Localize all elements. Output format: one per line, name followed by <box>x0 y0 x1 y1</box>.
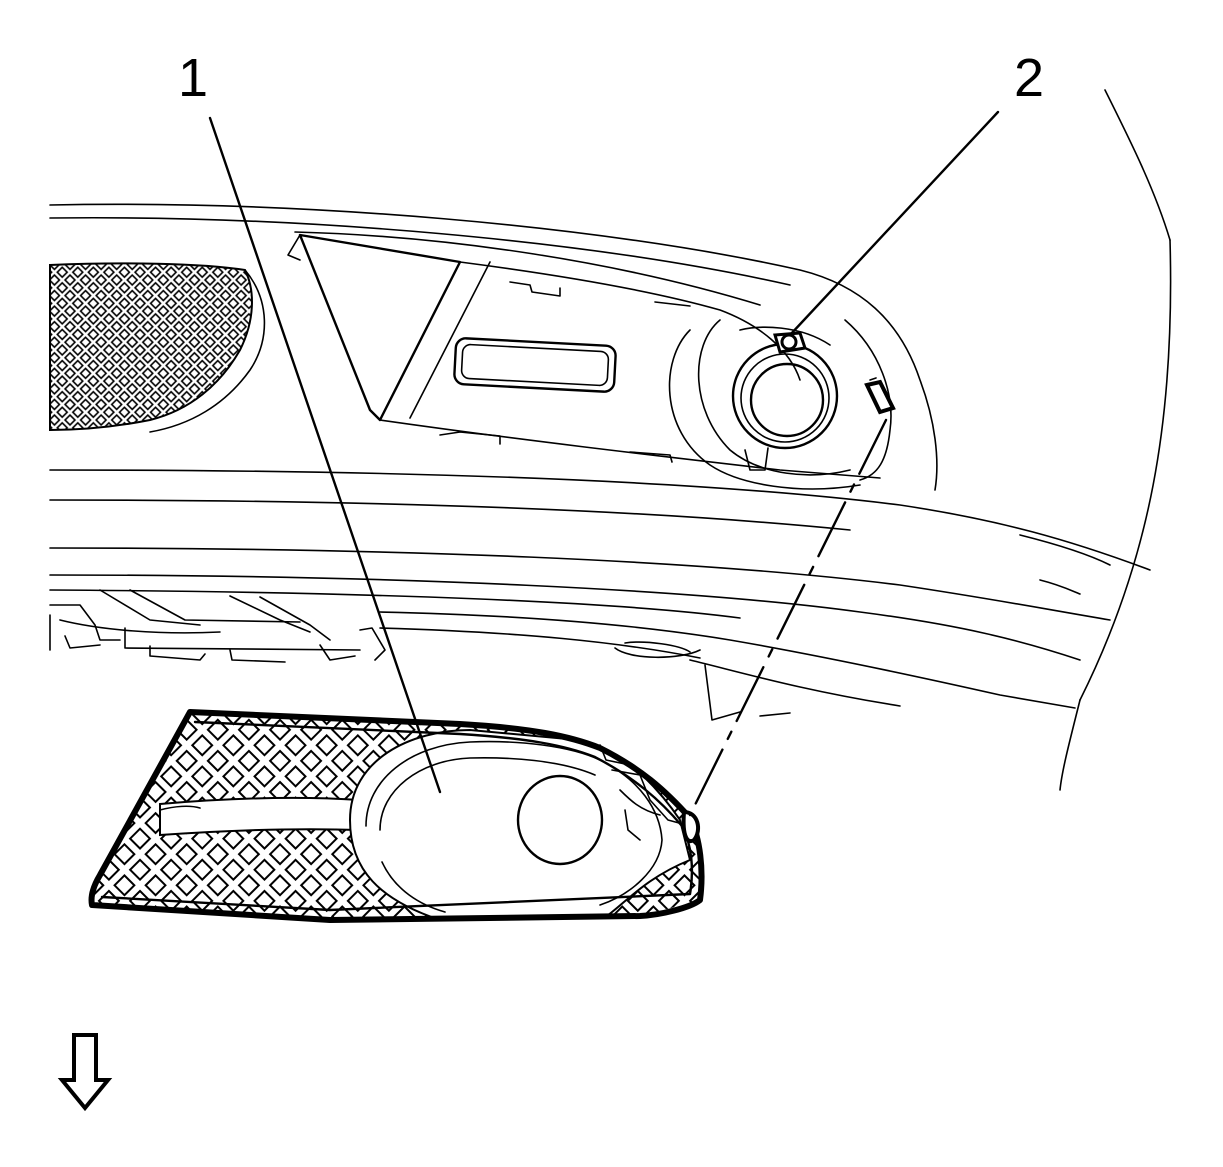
callout-2-leader <box>788 110 1000 337</box>
callout-2: 2 <box>788 48 1044 337</box>
installation-path-line <box>688 418 888 817</box>
callout-1: 1 <box>178 48 442 794</box>
hollow-down-arrow-icon <box>57 1033 113 1112</box>
callout-1-leader <box>208 116 442 794</box>
callout-2-label: 2 <box>1014 48 1044 108</box>
fog-lamp-bezel <box>88 709 705 923</box>
callout-1-label: 1 <box>178 48 208 108</box>
bumper-fascia <box>49 89 1172 791</box>
